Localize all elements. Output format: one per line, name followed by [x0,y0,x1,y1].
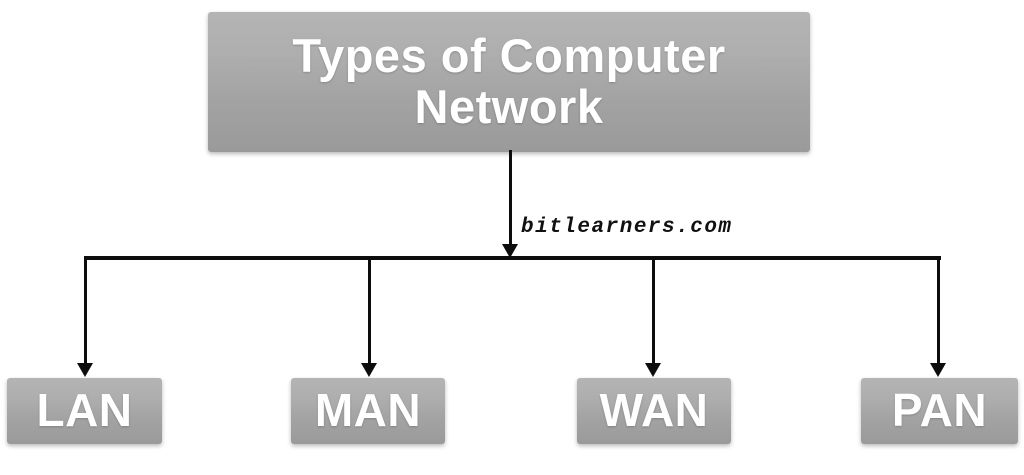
leaf-node-label-wan: WAN [599,384,709,437]
branch-connector-line-lan [84,258,87,365]
horizontal-bus-line [84,256,941,260]
branch-arrowhead-icon-pan [930,363,946,377]
branch-connector-line-pan [937,258,940,365]
root-node-types-of-computer-network[interactable]: Types of Computer Network [208,12,810,152]
leaf-node-label-lan: LAN [36,384,133,437]
leaf-node-lan[interactable]: LAN [7,378,162,444]
branch-arrowhead-icon-lan [77,363,93,377]
leaf-node-wan[interactable]: WAN [577,378,731,444]
leaf-node-label-man: MAN [314,384,422,437]
branch-arrowhead-icon-man [361,363,377,377]
leaf-node-label-pan: PAN [891,384,988,437]
watermark-text: bitlearners.com [521,216,733,239]
branch-connector-line-man [368,258,371,365]
root-connector-arrowhead-icon [502,244,518,258]
root-node-label: Types of Computer Network [292,29,726,133]
leaf-node-man[interactable]: MAN [291,378,445,444]
root-connector-line [509,150,512,246]
leaf-node-pan[interactable]: PAN [861,378,1018,444]
branch-arrowhead-icon-wan [645,363,661,377]
branch-connector-line-wan [652,258,655,365]
